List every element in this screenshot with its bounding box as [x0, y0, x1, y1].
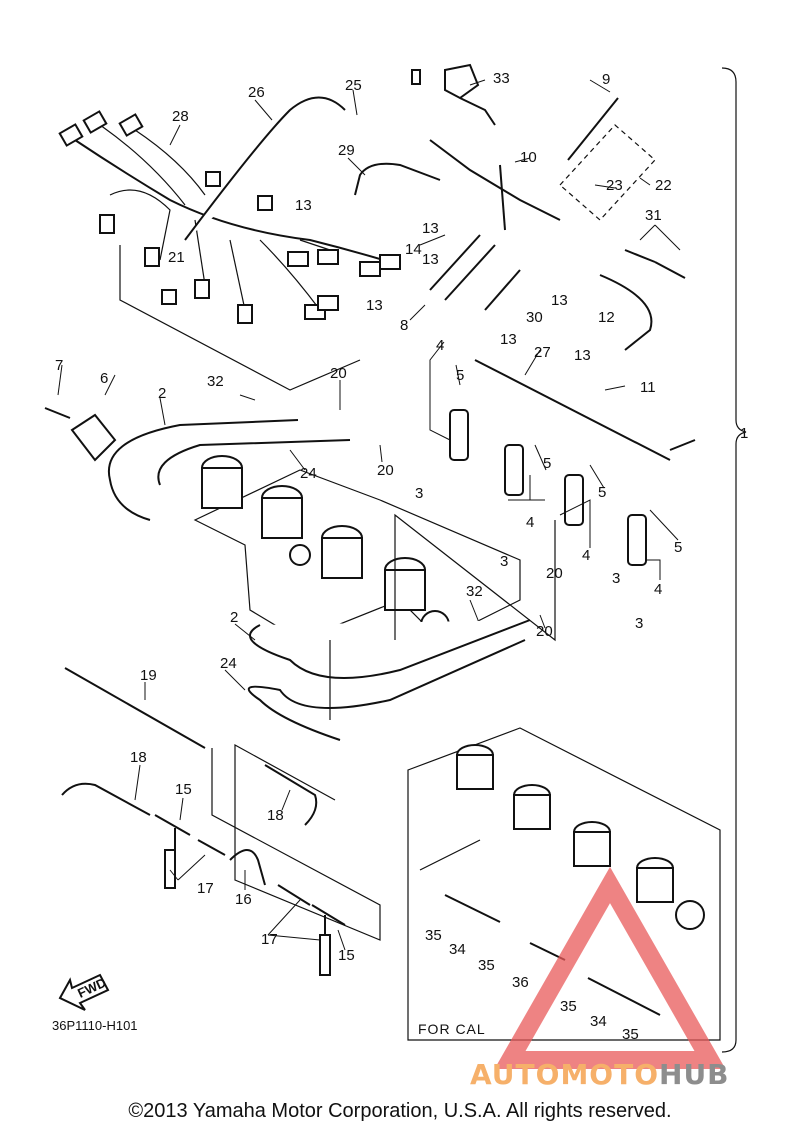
callout: 13 — [366, 297, 383, 314]
callout: 35 — [622, 1026, 639, 1043]
callout: 10 — [520, 149, 537, 166]
callout: 4 — [526, 514, 534, 531]
screw-31 — [624, 249, 686, 279]
hose-26 — [184, 96, 346, 241]
throttle-bodies — [193, 455, 521, 641]
callout: 29 — [338, 142, 355, 159]
callout: 5 — [598, 484, 606, 501]
watermark-part1: AUTOMOTO — [470, 1058, 660, 1091]
callout: 16 — [235, 891, 252, 908]
box-22 — [559, 124, 656, 221]
callout: 18 — [267, 807, 284, 824]
callout: 9 — [602, 71, 610, 88]
hose-group — [354, 139, 653, 351]
callout: 5 — [456, 367, 464, 384]
callout: 13 — [295, 197, 312, 214]
callout: 4 — [654, 581, 662, 598]
callout: 3 — [612, 570, 620, 587]
callout: 3 — [635, 615, 643, 632]
callout: 3 — [415, 485, 423, 502]
callout: 20 — [330, 365, 347, 382]
callout: 36 — [512, 974, 529, 991]
dash-lines — [211, 743, 381, 941]
bolt-9 — [567, 97, 619, 161]
callout: 13 — [551, 292, 568, 309]
sensor-6 — [44, 407, 117, 462]
hose-18-right — [264, 764, 318, 826]
callout: 13 — [500, 331, 517, 348]
callout: 14 — [405, 241, 422, 258]
callout: 35 — [478, 957, 495, 974]
callout: 35 — [425, 927, 442, 944]
callout: 28 — [172, 108, 189, 125]
fwd-arrow-icon: FWD — [58, 973, 110, 1011]
callout: 11 — [640, 379, 656, 396]
callout: 34 — [449, 941, 466, 958]
callout: 13 — [422, 220, 439, 237]
callout: 12 — [598, 309, 615, 326]
leader-lines — [57, 79, 681, 951]
callout: 34 — [590, 1013, 607, 1030]
callout: 30 — [526, 309, 543, 326]
fuel-rail-27 — [474, 359, 696, 461]
callout: 20 — [377, 462, 394, 479]
callout: 2 — [230, 609, 238, 626]
callout: 5 — [674, 539, 682, 556]
hose-18-left — [61, 782, 151, 816]
callout: 7 — [55, 357, 63, 374]
callout: 26 — [248, 84, 265, 101]
callout: 32 — [207, 373, 224, 390]
callout: 27 — [534, 344, 551, 361]
inset-label: FOR CAL — [418, 1021, 486, 1037]
callout: 31 — [645, 207, 662, 224]
cable-24-lower — [247, 639, 526, 741]
inset-for-cal — [407, 727, 721, 1041]
copyright-notice: ©2013 Yamaha Motor Corporation, U.S.A. A… — [128, 1100, 672, 1122]
hose-19 — [64, 667, 206, 749]
callout: 17 — [197, 880, 214, 897]
callout: 4 — [436, 337, 444, 354]
callout: 19 — [140, 667, 157, 684]
cable-2-lower — [249, 619, 531, 679]
watermark-logo — [494, 866, 726, 1069]
callout: 15 — [175, 781, 192, 798]
callout: 4 — [582, 547, 590, 564]
callout: 5 — [543, 455, 551, 472]
callout: 6 — [100, 370, 108, 387]
callout: 22 — [655, 177, 672, 194]
callout: 13 — [422, 251, 439, 268]
callout: 20 — [546, 565, 563, 582]
callout: 2 — [158, 385, 166, 402]
assembly-bracket — [721, 67, 747, 1053]
callout: 23 — [606, 177, 623, 194]
sensor-33 — [411, 63, 496, 126]
callout: 3 — [500, 553, 508, 570]
callout-labels: 1 2 2 3 3 3 3 4 4 4 4 5 5 5 5 6 7 8 9 10… — [55, 70, 748, 1043]
callout: 24 — [220, 655, 237, 672]
watermark-text: AUTOMOTOHUB — [470, 1058, 800, 1092]
callout: 8 — [400, 317, 408, 334]
callout: 35 — [560, 998, 577, 1015]
hose-joints — [154, 814, 346, 976]
callout: 33 — [493, 70, 510, 87]
watermark-part2: HUB — [659, 1058, 730, 1091]
injectors-4 — [449, 409, 647, 566]
callout: 32 — [466, 583, 483, 600]
callout: 1 — [740, 425, 748, 442]
callout: 21 — [168, 249, 185, 266]
callout: 18 — [130, 749, 147, 766]
callout: 13 — [574, 347, 591, 364]
callout: 20 — [536, 623, 553, 640]
drawing-code: 36P1110-H101 — [52, 1018, 138, 1033]
callout: 24 — [300, 465, 317, 482]
callout: 25 — [345, 77, 362, 94]
callout: 15 — [338, 947, 355, 964]
